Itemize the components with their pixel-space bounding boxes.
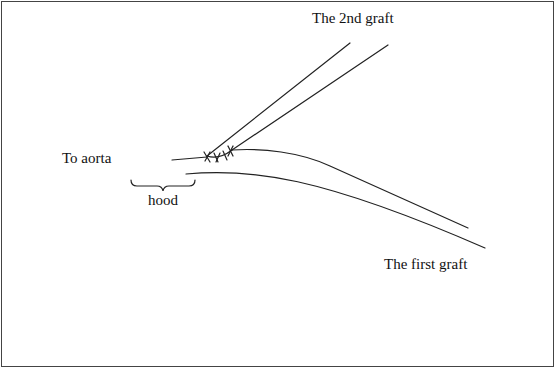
second-graft-wall (207, 43, 350, 156)
first-graft-wall (186, 172, 485, 248)
part-label: To aorta (62, 150, 111, 167)
part-label: The first graft (384, 256, 467, 273)
first-graft-wall (172, 157, 207, 160)
part-label: hood (148, 192, 178, 209)
suture-stitches (204, 146, 233, 162)
second-graft-wall (232, 45, 388, 150)
hood-bracket (131, 180, 195, 191)
first-graft-wall (232, 150, 468, 228)
part-label: The 2nd graft (312, 10, 394, 27)
